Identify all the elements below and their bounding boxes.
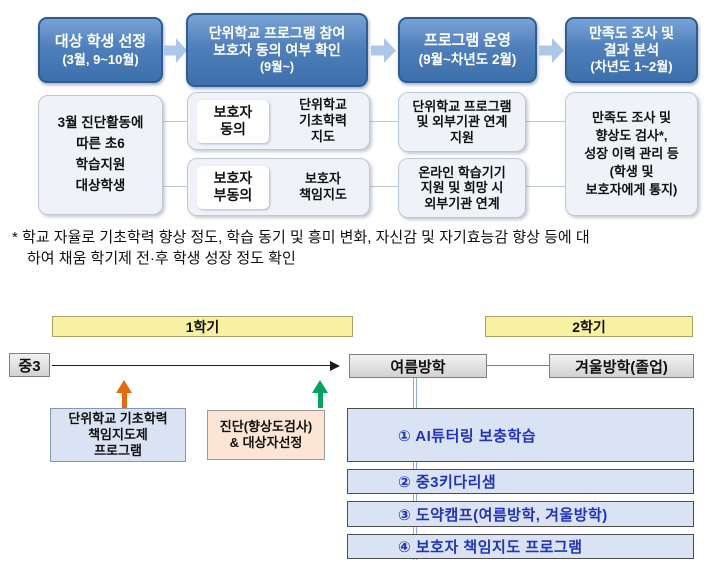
connector-line <box>370 121 398 122</box>
summer-vacation-label: 여름방학 <box>390 358 446 376</box>
connector-line <box>526 186 565 187</box>
flow-arrow-icon <box>164 38 187 63</box>
footnote-line1: * 학교 자율로 기초학력 향상 정도, 학습 동기 및 흥미 변화, 자신감 … <box>12 229 590 246</box>
program-item-label: ① AI튜터링 보충학습 <box>398 427 537 445</box>
program-item-label: ④ 보호자 책임지도 프로그램 <box>398 539 583 556</box>
detail-dissent: 보호자 부동의 보호자 책임지도 <box>187 158 370 216</box>
grade-box: 중3 <box>9 353 50 377</box>
diagnosis-selection-box: 진단(향상도검사) & 대상자선정 <box>207 410 325 460</box>
flow-arrow-icon <box>371 38 396 63</box>
flow-step-operation-period: (9월~차년도 2월) <box>418 51 517 67</box>
semester1-label: 1학기 <box>185 318 220 335</box>
flow-step-analysis-period: (차년도 1~2월) <box>590 59 673 75</box>
detail-operation-school: 단위학교 프로그램 및 외부기관 연계 지원 <box>398 92 526 152</box>
detail-operation-school-text: 단위학교 프로그램 및 외부기관 연계 지원 <box>412 98 512 145</box>
program-item-leap-camp: ③ 도약캠프(여름방학, 겨울방학) <box>347 501 694 527</box>
flow-step-consent-check: 단위학교 프로그램 참여 보호자 동의 여부 확인 (9월~) <box>186 13 368 87</box>
flow-step-analysis: 만족도 조사 및 결과 분석 (차년도 1~2월) <box>565 17 698 83</box>
consent-result: 단위학교 기초학력 지도 <box>299 96 347 145</box>
footnote: * 학교 자율로 기초학력 향상 정도, 학습 동기 및 흥미 변화, 자신감 … <box>12 227 590 269</box>
program-item-guardian-guidance: ④ 보호자 책임지도 프로그램 <box>347 534 694 559</box>
detail-consent: 보호자 동의 단위학교 기초학력 지도 <box>187 92 370 150</box>
connector-line <box>370 186 398 187</box>
connector-line <box>526 121 565 122</box>
detail-operation-online-text: 온라인 학습기기 지원 및 희망 시 외부기관 연계 <box>418 164 506 211</box>
consent-chip: 보호자 동의 <box>197 99 269 143</box>
grade-label: 중3 <box>18 357 41 375</box>
flow-arrow-icon <box>539 38 564 63</box>
orange-up-arrow-icon <box>116 380 132 408</box>
detail-analysis-text: 만족도 조사 및 향상도 검사*, 성장 이력 관리 등 (학생 및 보호자에게… <box>584 109 679 198</box>
diagnosis-selection-text: 진단(향상도검사) & 대상자선정 <box>219 418 313 450</box>
program-item-ai-tutoring: ① AI튜터링 보충학습 <box>347 408 694 462</box>
detail-target-students-text: 3월 진단활동에 따른 초6 학습지원 대상학생 <box>57 115 144 193</box>
detail-operation-online: 온라인 학습기기 지원 및 희망 시 외부기관 연계 <box>398 158 526 218</box>
program-item-label: ③ 도약캠프(여름방학, 겨울방학) <box>398 506 608 524</box>
footnote-line2: 하여 채움 학기제 전·후 학생 성장 정도 확인 <box>27 250 296 267</box>
semester2-label: 2학기 <box>572 318 606 335</box>
dissent-chip: 보호자 부동의 <box>197 165 269 209</box>
connector-line <box>163 186 187 187</box>
school-responsibility-program-text: 단위학교 기초학력 책임지도제 프로그램 <box>68 410 168 459</box>
flow-step-selection: 대상 학생 선정 (3월, 9~10월) <box>38 17 163 83</box>
connector-line <box>163 121 187 122</box>
flow-step-selection-title: 대상 학생 선정 <box>54 32 147 50</box>
flow-step-analysis-title: 만족도 조사 및 결과 분석 <box>588 25 675 58</box>
flow-step-consent-title: 단위학교 프로그램 참여 보호자 동의 여부 확인 <box>208 25 346 58</box>
winter-vacation-label: 겨울방학(졸업) <box>575 358 668 376</box>
winter-vacation-box: 겨울방학(졸업) <box>549 354 694 378</box>
detail-analysis: 만족도 조사 및 향상도 검사*, 성장 이력 관리 등 (학생 및 보호자에게… <box>565 92 698 216</box>
flow-step-selection-period: (3월, 9~10월) <box>62 51 139 67</box>
flow-step-consent-period: (9월~) <box>259 59 295 74</box>
flow-step-operation: 프로그램 운영 (9월~차년도 2월) <box>398 17 537 83</box>
school-responsibility-program-box: 단위학교 기초학력 책임지도제 프로그램 <box>50 408 186 462</box>
semester1-bar: 1학기 <box>52 316 353 337</box>
timeline-arrowhead-icon <box>330 361 340 371</box>
timeline-line <box>52 365 331 366</box>
semester2-bar: 2학기 <box>485 316 693 337</box>
dissent-result: 보호자 책임지도 <box>299 170 347 202</box>
detail-target-students: 3월 진단활동에 따른 초6 학습지원 대상학생 <box>38 95 163 215</box>
flow-step-operation-title: 프로그램 운영 <box>424 32 511 50</box>
program-item-kidari-saem: ② 중3키다리샘 <box>347 469 694 494</box>
summer-vacation-box: 여름방학 <box>349 354 487 378</box>
vacation-connector-line <box>487 365 549 366</box>
green-up-arrow-icon <box>312 380 328 408</box>
program-item-label: ② 중3키다리샘 <box>398 474 497 491</box>
